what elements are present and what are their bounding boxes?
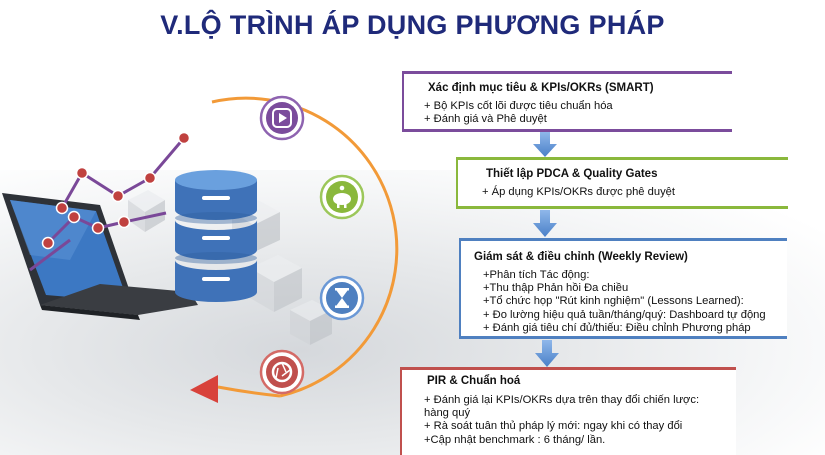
- chart-point: [143, 171, 157, 185]
- flow-arrow-down: [535, 340, 559, 367]
- chart-point: [75, 166, 89, 180]
- step-heading: Giám sát & điều chỉnh (Weekly Review): [474, 251, 688, 263]
- laptop: [2, 193, 198, 320]
- piggy-bank-icon: [319, 174, 365, 220]
- chart-point: [117, 215, 131, 229]
- step-box-4: PIR & Chuẩn hoá + Đánh giá lại KPIs/OKRs…: [400, 367, 736, 455]
- step-box-1: Xác định mục tiêu & KPIs/OKRs (SMART) + …: [402, 71, 732, 132]
- step-line: +Thu thập Phản hồi Đa chiều: [483, 282, 629, 295]
- line-chart: [29, 131, 191, 272]
- step-line: hàng quý: [424, 407, 471, 420]
- chart-point: [111, 189, 125, 203]
- step-line: + Áp dụng KPIs/OKRs được phê duyệt: [482, 186, 676, 198]
- flow-arrow-down: [533, 132, 557, 157]
- step-line: + Đánh giá và Phê duyệt: [424, 113, 547, 126]
- step-line: + Rà soát tuân thủ pháp lý mới: ngay khi…: [424, 420, 683, 433]
- camera-shutter-icon: [259, 349, 305, 395]
- cycle-arc-tail: [217, 385, 281, 398]
- step-box-3: Giám sát & điều chỉnh (Weekly Review) +P…: [459, 238, 787, 339]
- chart-point: [41, 236, 55, 250]
- video-play-icon: [259, 95, 305, 141]
- step-line: + Đo lường hiệu quả tuần/tháng/quý: Dash…: [483, 308, 766, 321]
- chart-point: [91, 221, 105, 235]
- process-illustration: [2, 95, 399, 403]
- step-heading: Xác định mục tiêu & KPIs/OKRs (SMART): [428, 82, 654, 94]
- flow-arrow-down: [533, 210, 557, 237]
- step-box-2: Thiết lập PDCA & Quality Gates + Áp dụng…: [456, 157, 788, 209]
- chart-point: [55, 201, 69, 215]
- step-heading: Thiết lập PDCA & Quality Gates: [486, 168, 658, 180]
- hourglass-icon: [319, 275, 365, 321]
- page-title: V.LỘ TRÌNH ÁP DỤNG PHƯƠNG PHÁP: [160, 10, 665, 40]
- step-line: +Phân tích Tác động:: [483, 269, 590, 281]
- step-line: + Đánh giá tiêu chí đủ/thiếu: Điều chỉnh…: [483, 321, 751, 334]
- step-line: +Tổ chức họp "Rút kinh nghiệm" (Lessons …: [483, 295, 744, 308]
- step-heading: PIR & Chuẩn hoá: [427, 375, 521, 387]
- chart-point: [177, 131, 191, 145]
- step-line: + Đánh giá lại KPIs/OKRs dựa trên thay đ…: [424, 394, 700, 406]
- database-icon: [175, 170, 257, 302]
- step-line: +Cập nhật benchmark : 6 tháng/ lần.: [424, 433, 606, 446]
- step-line: + Bộ KPIs cốt lõi được tiêu chuẩn hóa: [424, 100, 613, 112]
- background-cubes: [128, 190, 332, 345]
- chart-point: [67, 210, 81, 224]
- cycle-arrowhead: [190, 375, 218, 403]
